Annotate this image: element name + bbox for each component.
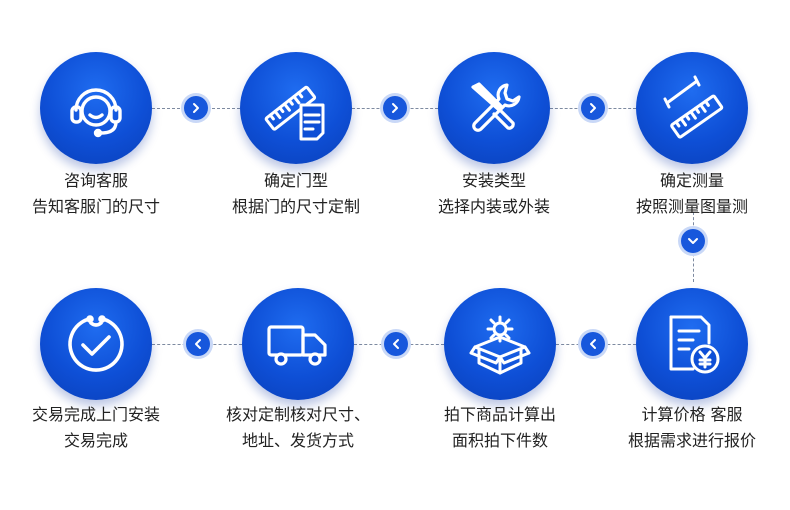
step-desc: 选择内装或外装 xyxy=(437,197,550,216)
arrow-right-icon xyxy=(383,96,407,120)
step-2-label: 确定门型 根据门的尺寸定制 xyxy=(196,168,396,220)
step-6-circle xyxy=(444,288,556,400)
step-title: 拍下商品计算出 xyxy=(443,405,556,424)
step-desc: 地址、发货方式 xyxy=(241,431,354,450)
step-8-label: 交易完成上门安装 交易完成 xyxy=(0,402,196,454)
step-desc: 根据需求进行报价 xyxy=(627,431,756,450)
arrow-left-icon xyxy=(581,332,605,356)
tools-icon xyxy=(471,82,521,132)
step-desc: 交易完成 xyxy=(63,431,128,450)
step-3-circle xyxy=(438,52,550,164)
step-title: 交易完成上门安装 xyxy=(31,405,160,424)
step-title: 咨询客服 xyxy=(63,171,128,190)
step-desc: 告知客服门的尺寸 xyxy=(31,197,160,216)
measure-ruler-icon xyxy=(663,75,724,139)
step-5-circle xyxy=(636,288,748,400)
step-4-circle xyxy=(636,52,748,164)
arrow-left-icon xyxy=(186,332,210,356)
step-title: 确定门型 xyxy=(263,171,328,190)
step-title: 安装类型 xyxy=(461,171,526,190)
step-7-label: 核对定制核对尺寸、 地址、发货方式 xyxy=(198,402,398,454)
step-desc: 根据门的尺寸定制 xyxy=(231,197,360,216)
step-7-circle xyxy=(242,288,354,400)
step-8-circle xyxy=(40,288,152,400)
step-6-label: 拍下商品计算出 面积拍下件数 xyxy=(400,402,600,454)
step-title: 核对定制核对尺寸、 xyxy=(225,405,370,424)
step-1-circle xyxy=(40,52,152,164)
arrow-right-icon xyxy=(184,96,208,120)
step-desc: 按照测量图量测 xyxy=(635,197,748,216)
step-4-label: 确定测量 按照测量图量测 xyxy=(592,168,790,220)
step-desc: 面积拍下件数 xyxy=(451,431,548,450)
arrow-left-icon xyxy=(384,332,408,356)
step-5-label: 计算价格 客服 根据需求进行报价 xyxy=(592,402,790,454)
step-3-label: 安装类型 选择内装或外装 xyxy=(394,168,594,220)
step-title: 确定测量 xyxy=(659,171,724,190)
step-1-label: 咨询客服 告知客服门的尺寸 xyxy=(0,168,196,220)
step-title: 计算价格 客服 xyxy=(641,405,743,424)
ruler-document-icon xyxy=(264,85,325,141)
headset-icon xyxy=(70,88,122,138)
check-circle-icon xyxy=(68,315,124,372)
package-gear-icon xyxy=(469,315,531,375)
arrow-down-icon xyxy=(681,229,705,253)
arrow-right-icon xyxy=(581,96,605,120)
invoice-yen-icon xyxy=(669,315,720,374)
step-2-circle xyxy=(240,52,352,164)
delivery-truck-icon xyxy=(267,325,327,366)
